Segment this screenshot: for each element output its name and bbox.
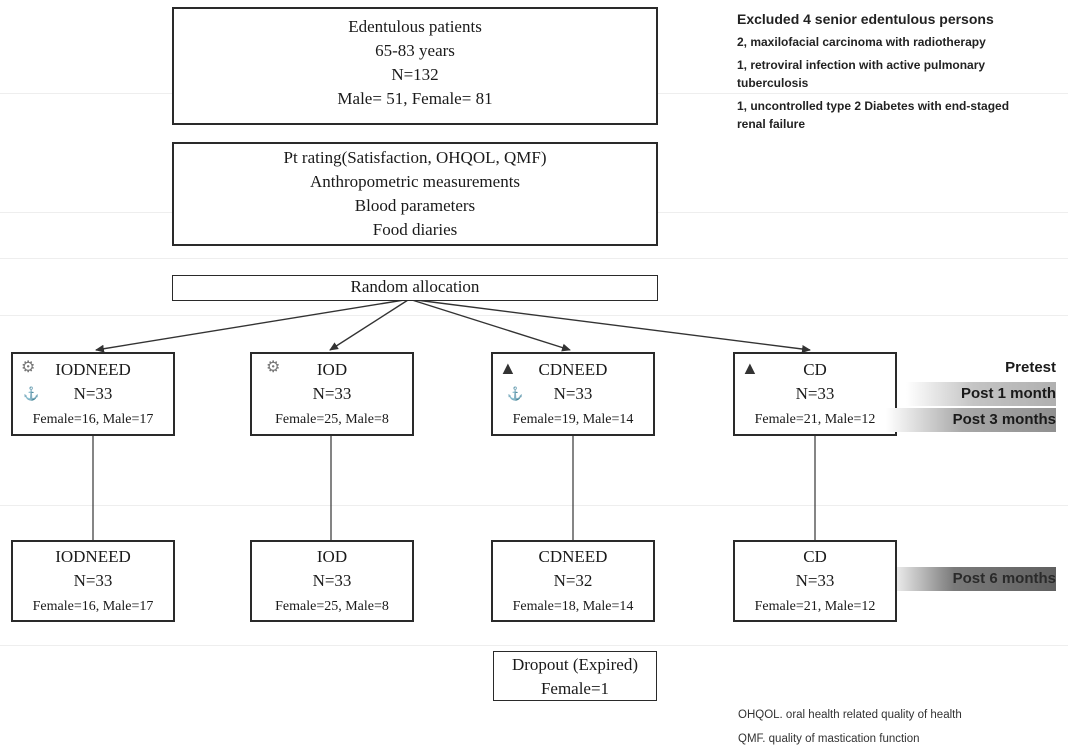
group-sex: Female=16, Male=17 <box>32 599 154 614</box>
group-box-final-iod: IOD N=33 Female=25, Male=8 <box>250 540 414 622</box>
exclusion-heading: Excluded 4 senior edentulous persons <box>737 11 994 27</box>
group-box-initial-iodneed: IODNEED N=33 Female=16, Male=17 ⚙ ⚓ <box>11 352 175 436</box>
allocation-label: Random allocation <box>350 277 480 296</box>
group-sex: Female=21, Male=12 <box>754 412 876 427</box>
implant-denture-icon: ⚙ <box>266 359 281 376</box>
group-sex: Female=25, Male=8 <box>275 412 389 427</box>
group-n: N=33 <box>73 571 113 590</box>
assessment-line: Food diaries <box>372 220 458 239</box>
exclusion-item: 1, retroviral infection with active pulm… <box>737 58 986 90</box>
footnote: QMF. quality of mastication function <box>738 733 920 745</box>
assessment-line: Blood parameters <box>354 196 476 215</box>
enrollment-line: Edentulous patients <box>348 17 482 36</box>
group-sex: Female=18, Male=14 <box>512 599 634 614</box>
group-n: N=32 <box>553 571 593 590</box>
group-name: IOD <box>316 360 348 379</box>
exclusion-item: 1, uncontrolled type 2 Diabetes with end… <box>737 99 1010 131</box>
implant-denture-icon: ⚙ <box>21 359 36 376</box>
group-box-final-iodneed: IODNEED N=33 Female=16, Male=17 <box>11 540 175 622</box>
assessment-line: Pt rating(Satisfaction, OHQOL, QMF) <box>283 148 547 167</box>
allocation-box: Random allocation <box>172 275 658 301</box>
assessment-box: Pt rating(Satisfaction, OHQOL, QMF) Anth… <box>172 142 658 246</box>
supplement-icon: ⚓ <box>507 386 524 401</box>
background-rule <box>0 505 1068 506</box>
denture-icon: ▲ <box>499 358 517 378</box>
group-sex: Female=25, Male=8 <box>275 599 389 614</box>
group-n: N=33 <box>795 571 835 590</box>
background-rule <box>0 645 1068 646</box>
group-sex: Female=16, Male=17 <box>32 412 154 427</box>
group-box-initial-cd: CD N=33 Female=21, Male=12 ▲ <box>733 352 897 436</box>
group-n: N=33 <box>73 384 113 403</box>
group-name: CDNEED <box>538 360 608 379</box>
group-name: IOD <box>316 547 348 566</box>
enrollment-box: Edentulous patients 65-83 years N=132 Ma… <box>172 7 658 125</box>
enrollment-line: N=132 <box>391 65 439 84</box>
group-name: IODNEED <box>55 360 131 379</box>
group-sex: Female=19, Male=14 <box>512 412 634 427</box>
group-name: IODNEED <box>55 547 131 566</box>
assessment-line: Anthropometric measurements <box>309 172 521 191</box>
timepoint-pretest: Pretest <box>1005 359 1056 376</box>
group-name: CD <box>803 547 827 566</box>
arrow-to-iodneed <box>95 299 405 353</box>
arrow-to-cdneed <box>411 299 571 352</box>
timepoint-post-3-months: Post 3 months <box>886 408 1056 432</box>
timepoint-post-1-month: Post 1 month <box>906 382 1056 406</box>
exclusion-notes: Excluded 4 senior edentulous persons 2, … <box>737 10 1067 138</box>
supplement-icon: ⚓ <box>23 386 40 401</box>
group-sex: Female=21, Male=12 <box>754 599 876 614</box>
enrollment-line: 65-83 years <box>375 41 455 60</box>
group-box-initial-iod: IOD N=33 Female=25, Male=8 ⚙ <box>250 352 414 436</box>
exclusion-item: 2, maxilofacial carcinoma with radiother… <box>737 35 986 49</box>
dropout-box: Dropout (Expired) Female=1 <box>493 651 657 701</box>
background-rule <box>0 258 1068 259</box>
group-n: N=33 <box>312 384 352 403</box>
group-name: CDNEED <box>538 547 608 566</box>
dropout-detail: Female=1 <box>540 679 610 698</box>
group-box-final-cdneed: CDNEED N=32 Female=18, Male=14 <box>491 540 655 622</box>
dropout-title: Dropout (Expired) <box>511 655 639 674</box>
enrollment-line: Male= 51, Female= 81 <box>337 89 493 108</box>
arrow-to-iod <box>329 299 409 351</box>
group-n: N=33 <box>312 571 352 590</box>
group-n: N=33 <box>795 384 835 403</box>
footnote: OHQOL. oral health related quality of he… <box>738 709 962 721</box>
group-box-final-cd: CD N=33 Female=21, Male=12 <box>733 540 897 622</box>
group-box-initial-cdneed: CDNEED N=33 Female=19, Male=14 ▲ ⚓ <box>491 352 655 436</box>
group-name: CD <box>803 360 827 379</box>
denture-icon: ▲ <box>741 358 759 378</box>
arrow-to-cd <box>415 299 811 353</box>
group-n: N=33 <box>553 384 593 403</box>
timepoint-post-6-months: Post 6 months <box>886 567 1056 591</box>
